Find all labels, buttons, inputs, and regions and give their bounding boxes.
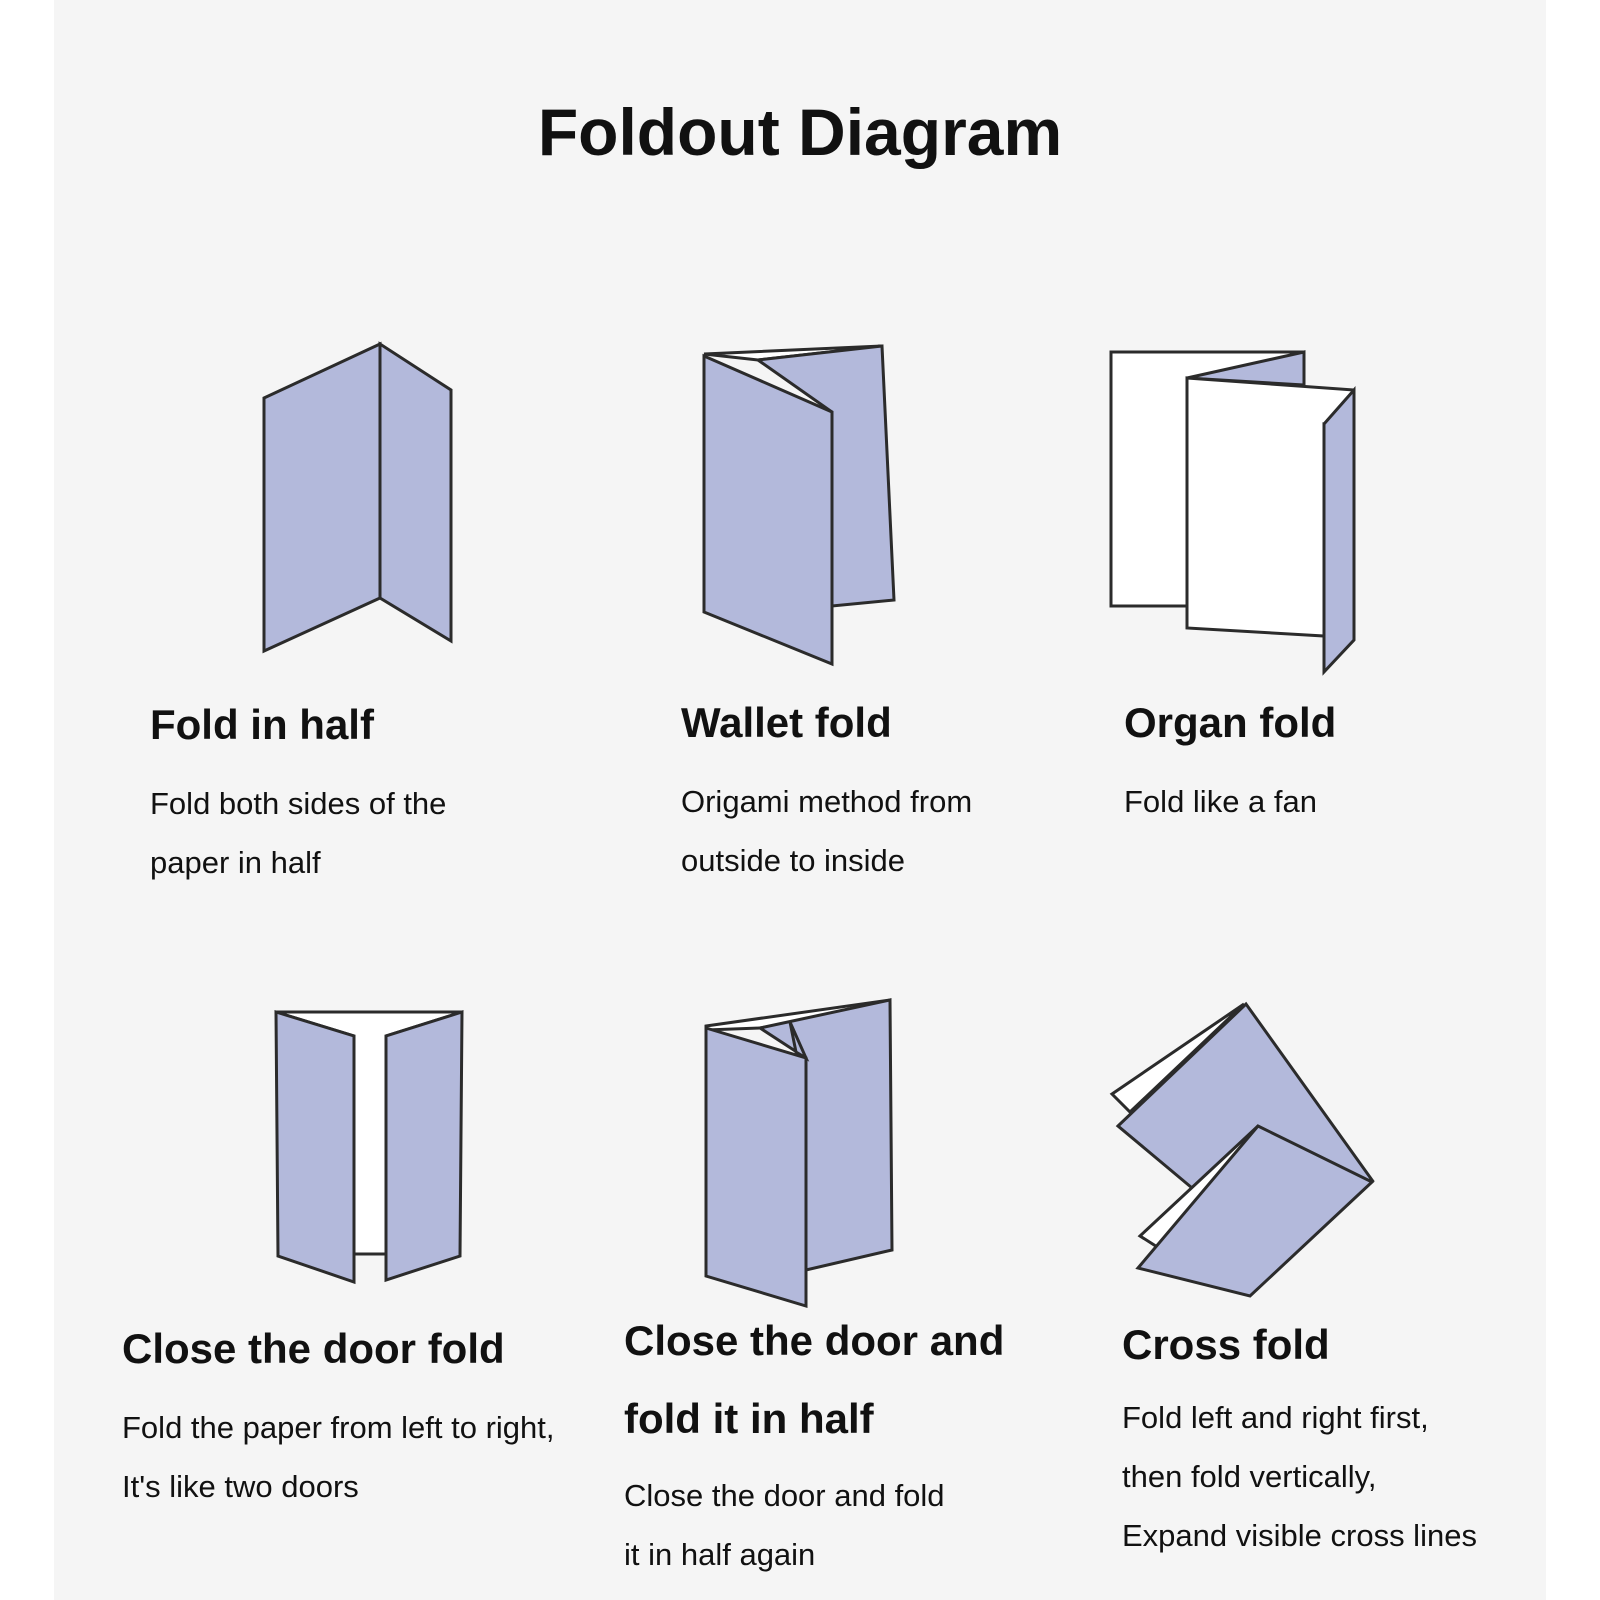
fold-description-line: It's like two doors bbox=[122, 1469, 359, 1504]
fold-heading: Organ fold bbox=[1124, 699, 1337, 746]
fold-heading-line: fold it in half bbox=[624, 1395, 874, 1442]
wallet-fold-card: Wallet fold Origami method from outside … bbox=[681, 698, 972, 890]
cross-fold-card: Cross fold Fold left and right first, th… bbox=[1122, 1320, 1477, 1565]
fold-heading: Close the door and fold it in half bbox=[624, 1302, 1004, 1458]
fold-description-line: Fold both sides of the bbox=[150, 786, 447, 821]
fold-description-line: Close the door and fold bbox=[624, 1478, 945, 1513]
page-title: Foldout Diagram bbox=[537, 95, 1063, 169]
fold-description-line: Fold left and right first, bbox=[1122, 1400, 1429, 1435]
close-door-half-fold-card: Close the door and fold it in half Close… bbox=[624, 1302, 1004, 1584]
fold-heading: Cross fold bbox=[1122, 1321, 1330, 1368]
fold-heading-line: Close the door and bbox=[624, 1317, 1005, 1364]
fold-heading: Wallet fold bbox=[681, 699, 892, 746]
close-door-fold-card: Close the door fold Fold the paper from … bbox=[122, 1324, 555, 1516]
organ-fold-card: Organ fold Fold like a fan bbox=[1124, 698, 1336, 831]
fold-description-line: Fold the paper from left to right, bbox=[122, 1410, 555, 1445]
fold-in-half-card: Fold in half Fold both sides of the pape… bbox=[150, 700, 446, 892]
fold-description-line: Fold like a fan bbox=[1124, 784, 1317, 819]
fold-heading: Fold in half bbox=[150, 701, 374, 748]
fold-description-line: Origami method from bbox=[681, 784, 973, 819]
fold-heading: Close the door fold bbox=[122, 1325, 505, 1372]
fold-description-line: then fold vertically, bbox=[1122, 1459, 1377, 1494]
fold-description-line: Expand visible cross lines bbox=[1122, 1518, 1477, 1553]
fold-description-line: paper in half bbox=[150, 845, 321, 880]
diagram-panel bbox=[54, 0, 1546, 1600]
fold-description-line: it in half again bbox=[624, 1537, 816, 1572]
fold-description-line: outside to inside bbox=[681, 843, 906, 878]
